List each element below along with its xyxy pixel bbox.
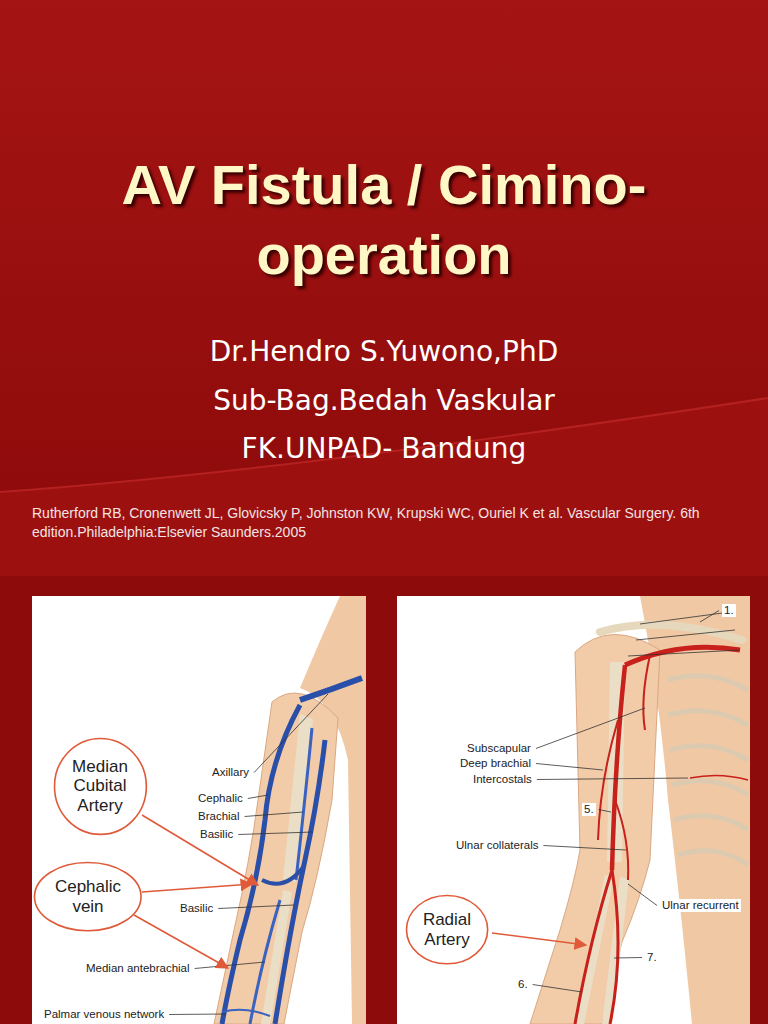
leader-lines [533,611,740,993]
deep-brachial-artery [598,720,618,840]
part-label: Axillary [210,766,251,779]
axillary-artery [625,647,740,665]
leader-line [636,630,735,640]
leader-line [536,708,645,749]
callout-circle: Radial Artery [405,894,489,965]
callout-number: 5. [582,803,596,816]
rib [678,851,748,865]
brachial-vein [296,728,312,880]
callout-arrow [142,815,258,885]
wave-band [0,398,768,576]
brachial-artery [612,665,625,870]
part-label: Subscapular [465,742,533,755]
callout-arrow [492,933,586,945]
leader-line [628,650,740,656]
callout-number: 1. [722,604,736,617]
leader-line [628,884,657,906]
leader-line [614,957,642,959]
humerus-bone [283,714,313,882]
leader-line [245,812,303,817]
radial-artery [575,870,612,1024]
author-line: Sub-Bag.Bedah Vaskular [0,384,768,418]
arm-skin [530,634,660,1024]
image-panel [397,596,750,1024]
clavicle-bone [600,625,742,640]
circle-shape [406,896,487,964]
part-label: Brachial [196,810,242,823]
part-label: Basilic [178,902,215,915]
leader-line [599,810,611,813]
part-label: Ulnar recurrent [660,899,741,912]
callout-text: Cephalic vein [55,877,121,916]
callout-number: 6. [516,978,530,991]
axillary-vein [300,678,362,700]
ulnar-artery [610,870,618,1024]
leader-line [700,611,719,623]
rib [668,676,748,690]
circle-shape [35,863,142,931]
leader-line [543,846,626,851]
callout-arrow [142,884,252,892]
leader-line [218,905,294,909]
leader-line [195,962,265,969]
leader-line [248,795,268,799]
leader-line [536,764,603,771]
leader-line [533,985,582,993]
part-label: Deep brachial [458,757,533,770]
reference-note: Rutherford RB, Cronenwett JL, Glovicsky … [32,504,736,542]
part-label: Median antebrachial [84,962,192,975]
rib [668,711,748,725]
part-label: Palmar venous network [42,1008,166,1021]
subscapular-artery [643,655,650,730]
rib-cage [668,676,748,865]
part-label: Cephalic [196,792,245,805]
circle-shape [54,738,146,834]
callout-arrows [134,815,258,968]
leader-line [238,832,313,835]
leader-lines [169,694,328,1015]
callout-arrows [492,933,586,945]
rib [674,816,748,830]
slide-title: AV Fistula / Cimino- operation [74,150,694,290]
author-line: Dr.Hendro S.Yuwono,PhD [0,335,768,369]
callout-text: Radial Artery [423,910,471,949]
part-label: Intercostals [471,773,534,786]
part-label: Basilic [198,828,235,841]
header-band [0,0,768,576]
median-cubital-vein [262,866,304,884]
part-label: Ulnar collaterals [454,839,540,852]
rib [670,746,748,760]
leader-line [537,778,688,780]
rib [672,781,748,795]
image-panel [32,596,366,1024]
ulnar-collateral-artery [615,800,628,880]
leader-line [169,1014,226,1016]
callout-arrow [134,915,228,968]
leader-line [640,612,730,624]
callout-circle: Cephalic vein [33,861,143,932]
leader-line [254,694,328,773]
intercostal-artery [690,775,748,780]
palmar-venous-network [222,1010,270,1016]
author-line: FK.UNPAD- Bandung [0,432,768,466]
cephalic-vein [222,705,300,1024]
arm-skin [214,693,338,1024]
callout-number: 7. [645,951,659,964]
callout-circle: Median Cubital Artery [53,737,148,836]
callout-text: Median Cubital Artery [72,757,128,816]
